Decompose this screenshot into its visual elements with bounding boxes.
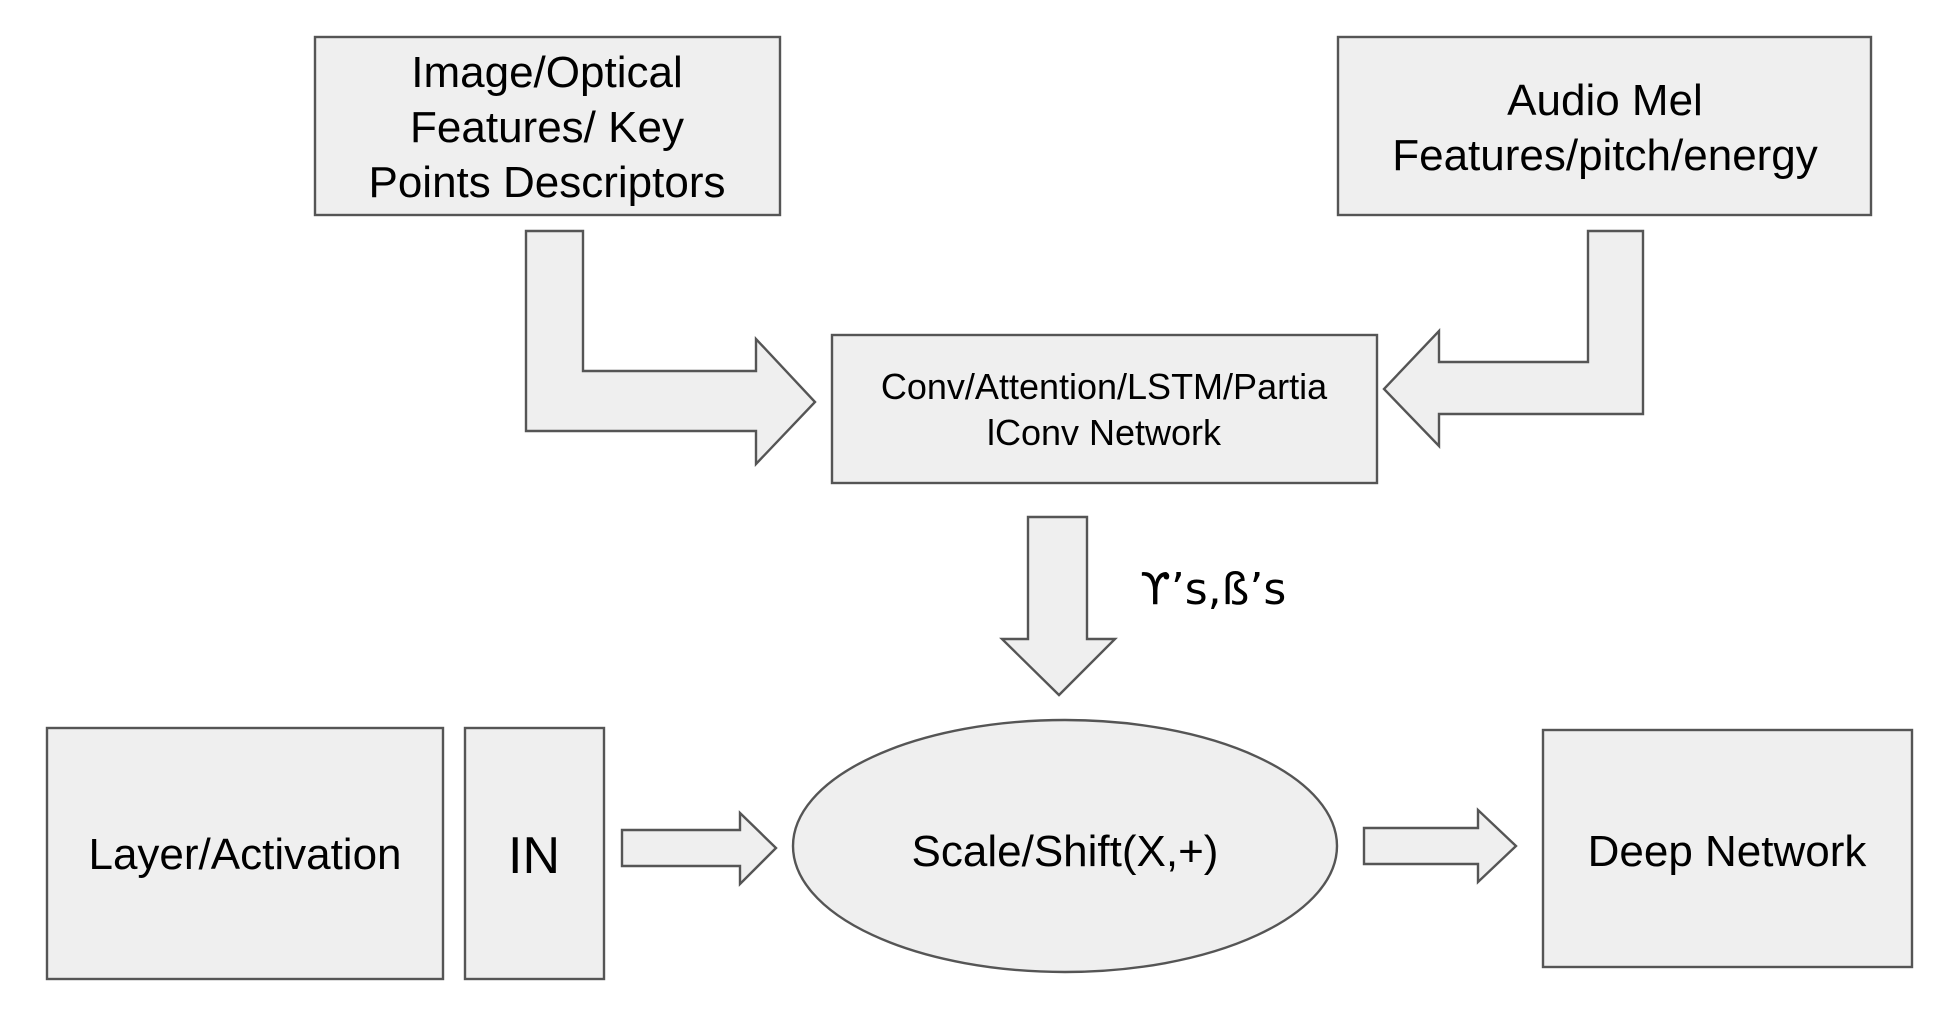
conv-network-node: Conv/Attention/LSTM/Partia lConv Network — [830, 333, 1379, 485]
scale-to-deep-arrow — [1362, 807, 1518, 885]
audio-features-line-1: Audio Mel — [1507, 76, 1703, 125]
layer-activation-label: Layer/Activation — [88, 830, 401, 879]
image-features-node: Image/Optical Features/ Key Points Descr… — [313, 35, 782, 217]
deep-network-node: Deep Network — [1541, 728, 1914, 969]
instance-norm-node: IN — [463, 726, 606, 981]
scale-shift-label: Scale/Shift(X,+) — [912, 827, 1219, 876]
image-to-network-arrow — [524, 229, 817, 468]
conv-network-line-2: lConv Network — [987, 412, 1222, 453]
conv-network-line-1: Conv/Attention/LSTM/Partia — [881, 366, 1328, 407]
layer-activation-node: Layer/Activation — [45, 726, 445, 981]
gamma-beta-label: ϒ’s,ß’s — [1140, 564, 1286, 615]
image-features-line-3: Points Descriptors — [368, 158, 725, 207]
instance-norm-label: IN — [508, 827, 560, 885]
in-to-scale-arrow — [620, 810, 778, 887]
deep-network-label: Deep Network — [1588, 827, 1868, 876]
audio-features-line-2: Features/pitch/energy — [1392, 131, 1818, 180]
audio-to-network-arrow — [1382, 229, 1645, 449]
scale-shift-node: Scale/Shift(X,+) — [791, 718, 1339, 974]
audio-features-node: Audio Mel Features/pitch/energy — [1336, 35, 1873, 217]
image-features-line-1: Image/Optical — [411, 48, 682, 97]
network-to-scale-arrow — [999, 515, 1118, 697]
image-features-line-2: Features/ Key — [410, 103, 684, 152]
